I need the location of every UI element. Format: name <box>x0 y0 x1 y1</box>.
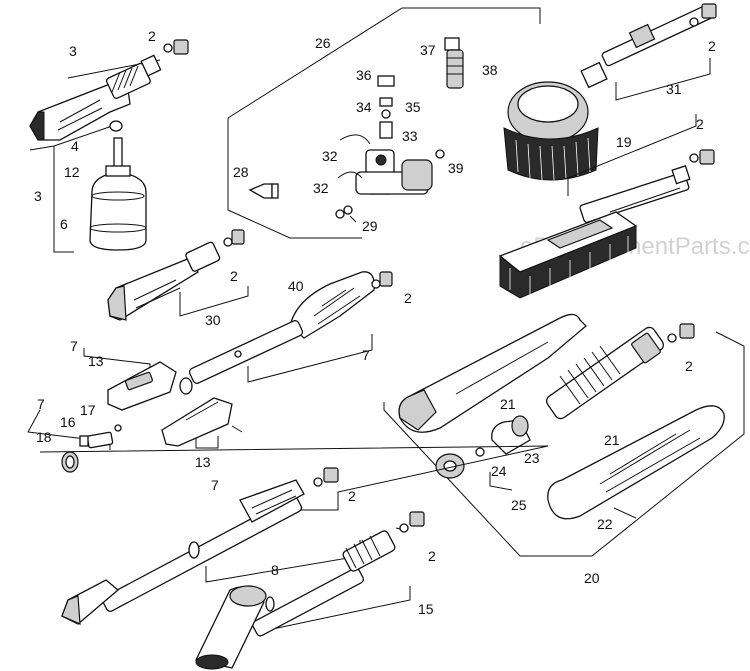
callout-26: 26 <box>315 35 331 51</box>
part-group-40-lance <box>179 271 393 395</box>
callout-37: 37 <box>420 42 436 58</box>
callout-15: 15 <box>418 601 434 617</box>
callout-3-lower: 3 <box>34 188 42 204</box>
callout-39: 39 <box>448 160 464 176</box>
callout-21-upper: 21 <box>500 396 516 412</box>
callout-32-lower: 32 <box>313 180 329 196</box>
part-group-30-nozzle <box>107 229 249 321</box>
callout-2-foam: 2 <box>148 28 156 44</box>
callout-33: 33 <box>402 128 418 144</box>
callout-3-upper: 3 <box>69 43 77 59</box>
callout-24: 24 <box>491 463 507 479</box>
callout-12: 12 <box>64 164 80 180</box>
callout-13-upper: 13 <box>88 353 104 369</box>
callout-7-lance: 7 <box>362 347 370 363</box>
callout-2-kit: 2 <box>685 358 693 374</box>
callout-13-lower: 13 <box>195 454 211 470</box>
callout-7-left: 7 <box>37 396 45 412</box>
callout-19: 19 <box>616 134 632 150</box>
callout-8: 8 <box>271 562 279 578</box>
callout-18: 18 <box>36 429 52 445</box>
callout-2-lance-40: 2 <box>404 290 412 306</box>
callout-28: 28 <box>233 164 249 180</box>
part-group-31-round-brush <box>503 3 717 181</box>
callout-2-flat-brush: 2 <box>696 116 704 132</box>
callout-21-lower: 21 <box>604 432 620 448</box>
part-group-15-lance <box>195 511 425 670</box>
callout-23: 23 <box>524 450 540 466</box>
part-group-20 <box>383 313 745 557</box>
callout-22: 22 <box>597 516 613 532</box>
callout-7-lower: 7 <box>211 477 219 493</box>
callout-16: 16 <box>60 414 76 430</box>
callout-labels: 26 37 38 36 34 35 33 32 39 32 28 29 3 2 … <box>34 28 716 617</box>
callout-7-upper-left: 7 <box>70 338 78 354</box>
part-group-foam-nozzle <box>29 39 189 253</box>
part-group-26 <box>227 7 541 239</box>
callout-4: 4 <box>71 138 79 154</box>
callout-2-round-brush: 2 <box>708 38 716 54</box>
part-group-13-16-17-18 <box>27 348 243 473</box>
callout-34: 34 <box>356 99 372 115</box>
callout-40: 40 <box>288 278 304 294</box>
callout-35: 35 <box>405 99 421 115</box>
part-group-19-flat-brush <box>498 114 715 299</box>
part-group-8-lance <box>39 445 549 625</box>
callout-25: 25 <box>511 497 527 513</box>
callout-6: 6 <box>60 216 68 232</box>
callout-30: 30 <box>205 312 221 328</box>
callout-2-lance-8: 2 <box>348 488 356 504</box>
callout-20: 20 <box>584 570 600 586</box>
callout-32-upper: 32 <box>322 148 338 164</box>
callout-17: 17 <box>80 402 96 418</box>
callout-2-lance-15: 2 <box>428 548 436 564</box>
callout-36: 36 <box>356 67 372 83</box>
callout-2-nozzle-30: 2 <box>230 268 238 284</box>
callout-38: 38 <box>482 62 498 78</box>
callout-31: 31 <box>666 81 682 97</box>
callout-29: 29 <box>362 218 378 234</box>
